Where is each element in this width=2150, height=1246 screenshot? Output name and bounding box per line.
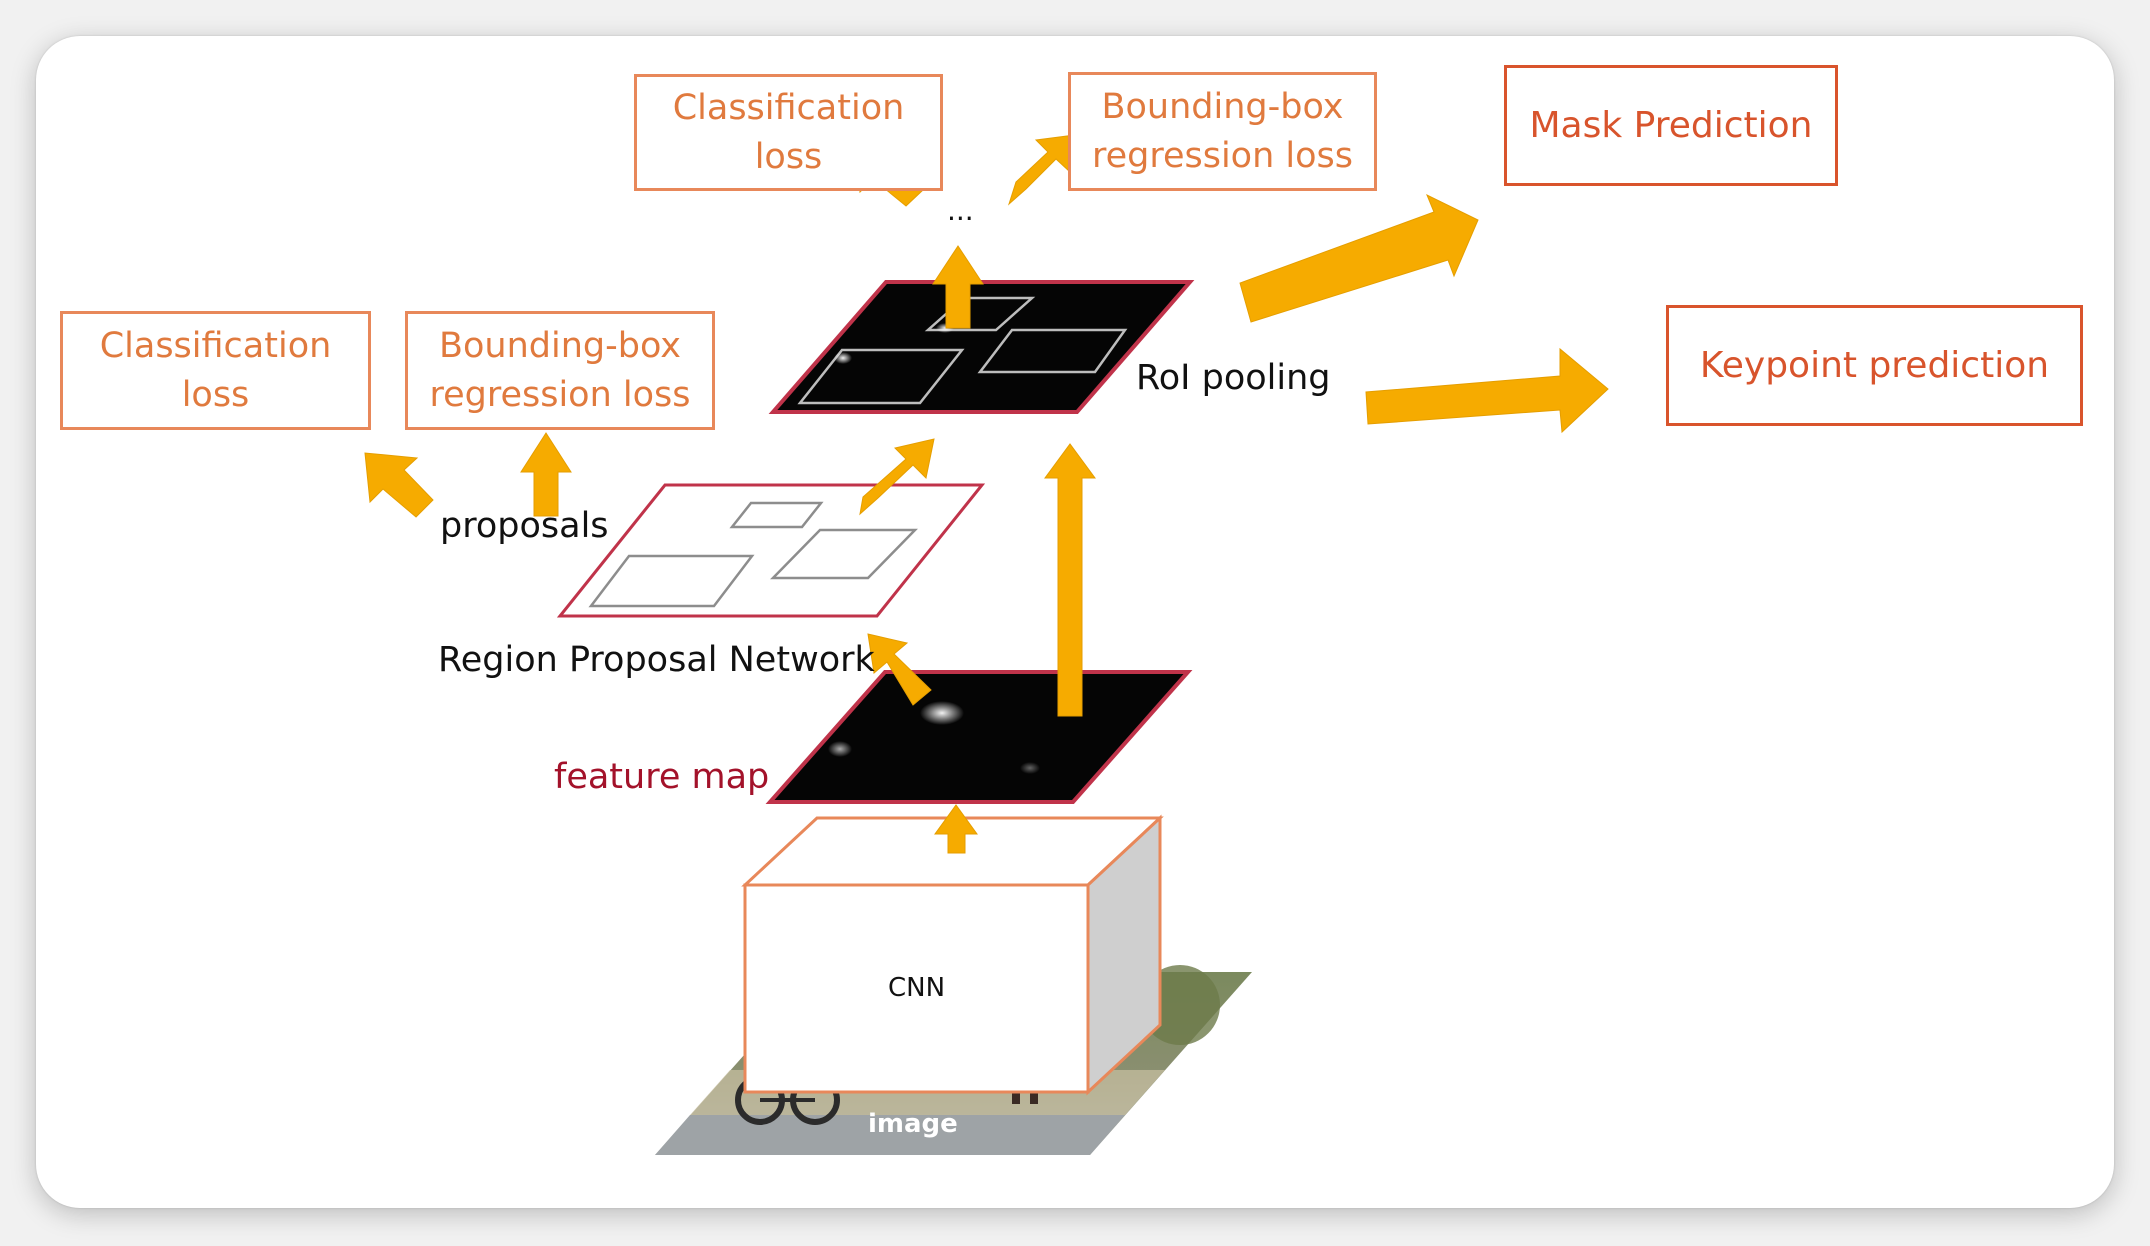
rpn-label: Region Proposal Network [438, 640, 875, 680]
arrow-roi-to-bbox-loss [1007, 134, 1076, 206]
roi-pooling-label: RoI pooling [1136, 358, 1331, 398]
cnn-label: CNN [888, 973, 946, 1003]
bbox-loss-top-line2: regression loss [1091, 135, 1354, 176]
roi-pooling-plane [768, 280, 1195, 414]
arrow-roi-up [932, 245, 984, 329]
arrow-proposals-to-bbox-loss [520, 432, 572, 517]
classification-loss-top-line1: Classification [672, 87, 905, 128]
bbox-loss-left-line1: Bounding-box [438, 325, 682, 366]
bbox-regression-loss-box-left: Bounding-box regression loss [405, 311, 715, 430]
arrow-proposals-to-cls-loss [364, 452, 434, 518]
bbox-regression-loss-box-top: Bounding-box regression loss [1068, 72, 1377, 191]
image-label: image [868, 1109, 958, 1139]
classification-loss-top-line2: loss [754, 136, 823, 177]
bbox-loss-left-line2: regression loss [429, 374, 691, 415]
feature-map-plane [765, 670, 1193, 804]
arrow-cnn-to-feature-map [934, 804, 978, 854]
arrow-feature-to-rpn [867, 633, 932, 706]
classification-loss-box-top: Classification loss [634, 74, 943, 191]
cnn-block [741, 814, 1164, 1096]
arrow-feature-to-roi [1044, 443, 1096, 717]
classification-loss-box-left: Classification loss [60, 311, 371, 430]
keypoint-prediction-label: Keypoint prediction [1699, 345, 2050, 386]
proposals-plane [556, 483, 986, 618]
arrow-to-mask-prediction [1239, 193, 1479, 323]
arrow-proposals-to-roi [859, 438, 935, 516]
feature-map-label: feature map [554, 757, 770, 797]
keypoint-prediction-box: Keypoint prediction [1666, 305, 2083, 426]
arrow-to-keypoint-prediction [1365, 347, 1609, 434]
proposals-label: proposals [440, 506, 609, 546]
classification-loss-left-line1: Classification [99, 325, 332, 366]
ellipsis-label: ... [947, 194, 974, 227]
mask-prediction-label: Mask Prediction [1529, 105, 1813, 146]
classification-loss-left-line2: loss [181, 374, 250, 415]
bbox-loss-top-line1: Bounding-box [1101, 86, 1344, 127]
diagram-canvas [364, 134, 1609, 1155]
diagram-card: Classification loss Bounding-box regress… [36, 36, 2114, 1208]
mask-prediction-box: Mask Prediction [1504, 65, 1838, 186]
